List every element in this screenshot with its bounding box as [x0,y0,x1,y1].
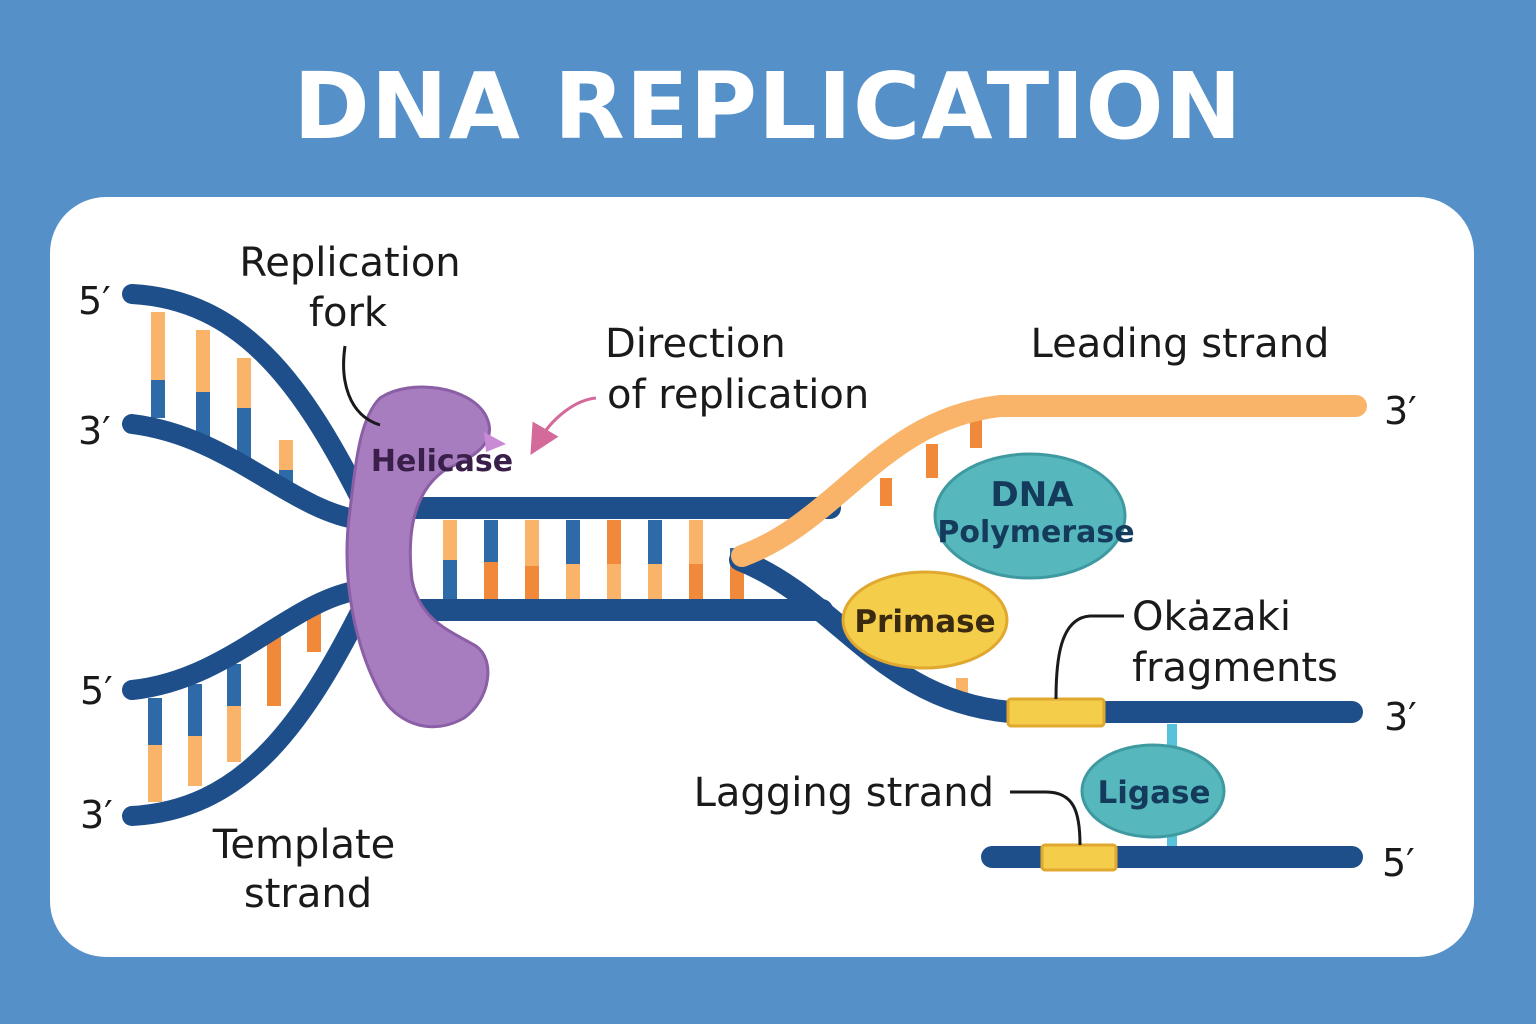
primase-label: Primase [854,604,995,640]
central-base-pairs [443,520,744,600]
leading-strand-path [731,395,1367,567]
okazaki-pointer [1054,614,1124,700]
template-strand-label-line2: strand [244,871,372,917]
replication-fork-label-line2: fork [309,290,388,336]
template-strand-label-line1: Template [212,822,396,868]
end-label-lower-5: 5′ [1382,841,1415,885]
bottom-inner-strand [122,580,370,700]
leading-strand-label: Leading strand [1031,321,1330,367]
ligase [1080,743,1226,839]
end-label-bottom-left-3: 3′ [80,793,113,837]
replication-fork-label-line1: Replication [239,240,460,286]
page-title: DNA REPLICATION [293,53,1243,160]
backbones [122,284,1367,868]
top-inner-strand [122,414,370,530]
helicase-label: Helicase [371,444,513,479]
okazaki-label-line2: fragments [1132,645,1338,691]
lagging-strand-label: Lagging strand [694,770,994,816]
dna-polymerase-label-line2: Polymerase [937,515,1134,550]
primase [841,570,1009,670]
dna-polymerase [933,452,1127,580]
bottom-outer-strand [122,602,370,826]
curved-arrow-icon [530,396,597,455]
lagging-strand-pointer [1010,790,1082,846]
helicase-tip [484,432,506,452]
okazaki-fragment-1 [1006,697,1106,728]
replication-fork-pointer [342,345,381,427]
direction-label-line1: Direction [605,321,786,367]
end-label-lagging-3: 3′ [1384,695,1417,739]
end-label-top-left-3: 3′ [78,409,111,453]
okazaki-fragment-2 [1040,843,1118,872]
direction-label-line2: of replication [607,372,869,418]
end-label-bottom-left-5: 5′ [80,669,113,713]
leading-strand-stubs [880,420,982,698]
helicase-shape [345,385,492,729]
end-label-leading-3: 3′ [1384,389,1417,433]
ligase-label: Ligase [1098,775,1211,811]
dna-polymerase-label-line1: DNA [991,475,1075,515]
bottom-fork-base-pairs [148,612,321,802]
okazaki-label-line1: Okȧzaki [1132,594,1291,640]
top-outer-strand [122,284,370,508]
end-label-top-left-5: 5′ [78,279,111,323]
